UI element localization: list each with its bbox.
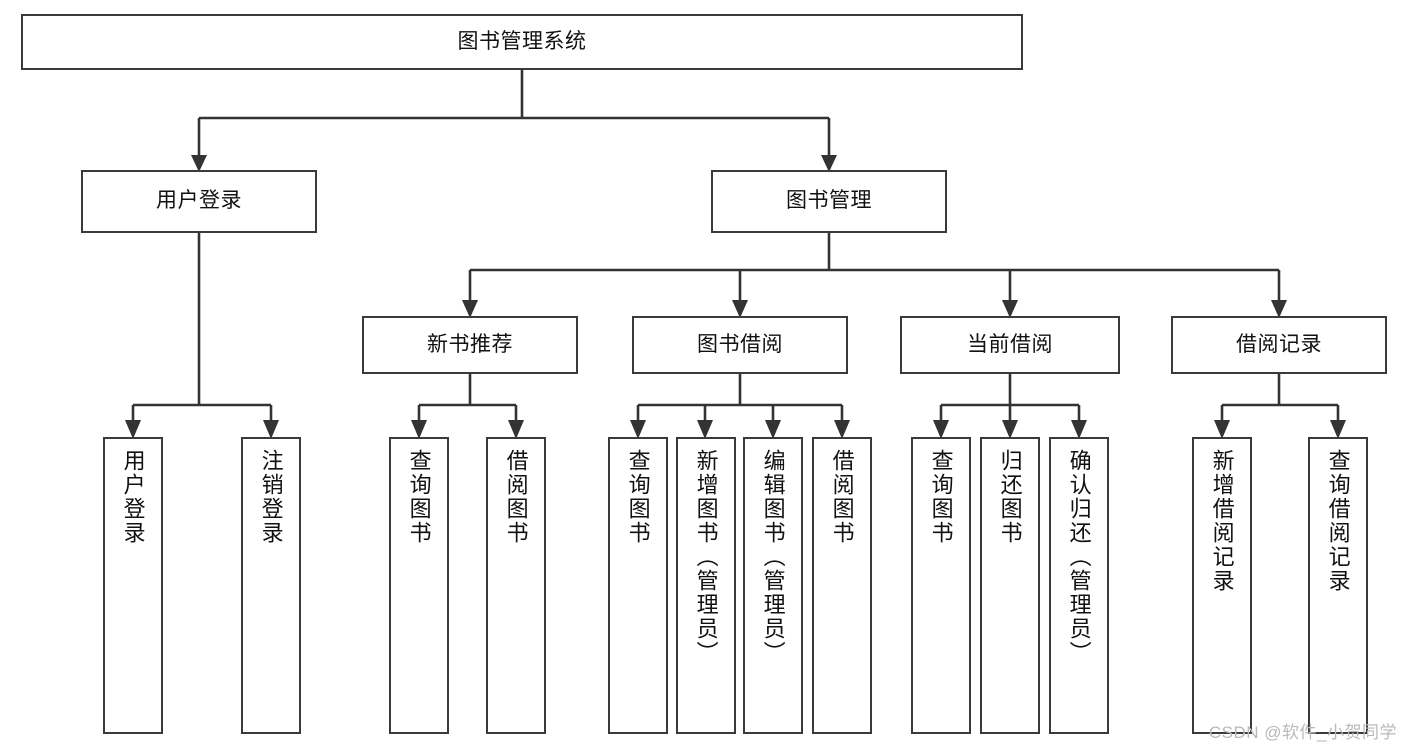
- node-book-management[interactable]: 图书管理: [711, 170, 947, 233]
- node-label: 借阅记录: [1236, 332, 1322, 356]
- node-label: 新书推荐: [427, 332, 513, 356]
- node-label: 用户登录: [156, 189, 242, 213]
- node-label: 图书借阅: [697, 332, 783, 356]
- leaf-borrow-record-query[interactable]: 查询借阅记录: [1308, 437, 1368, 734]
- leaf-user-login-logout[interactable]: 注销登录: [241, 437, 301, 734]
- node-label: 当前借阅: [967, 332, 1053, 356]
- leaf-borrow-record-add[interactable]: 新增借阅记录: [1192, 437, 1252, 734]
- leaf-current-borrow-confirm-return[interactable]: 确认归还（管理员）: [1049, 437, 1109, 734]
- leaf-book-borrow-edit[interactable]: 编辑图书（管理员）: [743, 437, 803, 734]
- node-label: 查询图书: [928, 449, 954, 545]
- node-current-borrow[interactable]: 当前借阅: [900, 316, 1120, 374]
- leaf-book-borrow-borrow[interactable]: 借阅图书: [812, 437, 872, 734]
- leaf-new-book-query[interactable]: 查询图书: [389, 437, 449, 734]
- node-label: 新增借阅记录: [1209, 449, 1235, 593]
- node-user-login[interactable]: 用户登录: [81, 170, 317, 233]
- node-label: 用户登录: [120, 449, 146, 545]
- leaf-book-borrow-add[interactable]: 新增图书（管理员）: [676, 437, 736, 734]
- node-new-book-recommend[interactable]: 新书推荐: [362, 316, 578, 374]
- leaf-current-borrow-return[interactable]: 归还图书: [980, 437, 1040, 734]
- node-label: 编辑图书（管理员）: [760, 449, 786, 665]
- node-label: 新增图书（管理员）: [693, 449, 719, 665]
- leaf-new-book-borrow[interactable]: 借阅图书: [486, 437, 546, 734]
- node-root-system[interactable]: 图书管理系统: [21, 14, 1023, 70]
- leaf-user-login-login[interactable]: 用户登录: [103, 437, 163, 734]
- node-label: 查询图书: [406, 449, 432, 545]
- node-label: 确认归还（管理员）: [1066, 449, 1092, 665]
- node-label: 图书管理系统: [457, 29, 587, 53]
- node-label: 借阅图书: [503, 449, 529, 545]
- node-label: 图书管理: [786, 189, 872, 213]
- leaf-current-borrow-query[interactable]: 查询图书: [911, 437, 971, 734]
- node-label: 查询借阅记录: [1325, 449, 1351, 593]
- node-borrow-record[interactable]: 借阅记录: [1171, 316, 1387, 374]
- node-label: 查询图书: [625, 449, 651, 545]
- node-label: 注销登录: [258, 449, 284, 545]
- node-label: 归还图书: [997, 449, 1023, 545]
- node-book-borrow[interactable]: 图书借阅: [632, 316, 848, 374]
- node-label: 借阅图书: [829, 449, 855, 545]
- leaf-book-borrow-query[interactable]: 查询图书: [608, 437, 668, 734]
